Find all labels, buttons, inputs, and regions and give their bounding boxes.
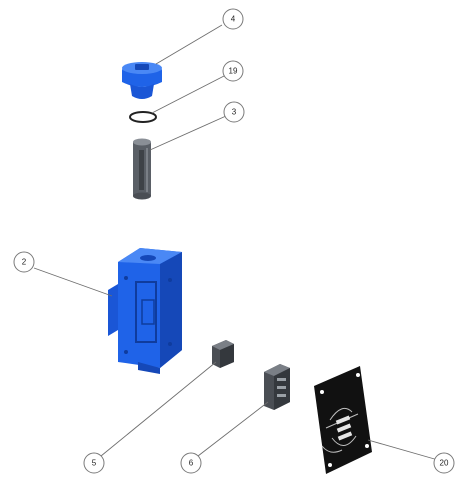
callout-label-4: 4 bbox=[231, 15, 236, 24]
callout-4: 4 bbox=[222, 8, 244, 30]
callout-2: 2 bbox=[13, 251, 35, 273]
callout-label-5: 5 bbox=[92, 459, 97, 468]
callout-label-3: 3 bbox=[232, 108, 237, 117]
leader-line-6 bbox=[197, 401, 269, 457]
callout-3: 3 bbox=[223, 101, 245, 123]
part-6-connector bbox=[264, 364, 290, 410]
part-20-circuit-board bbox=[314, 366, 372, 474]
leader-line-3 bbox=[149, 115, 227, 151]
callout-5: 5 bbox=[83, 452, 105, 474]
part-4-cap bbox=[122, 62, 162, 99]
callout-20: 20 bbox=[433, 452, 455, 474]
callout-label-2: 2 bbox=[22, 258, 27, 267]
callout-6: 6 bbox=[180, 452, 202, 474]
callout-label-19: 19 bbox=[229, 67, 238, 76]
part-5-block bbox=[212, 340, 234, 368]
leader-line-4 bbox=[155, 24, 223, 65]
part-2-valve-body bbox=[108, 248, 182, 374]
leader-line-20 bbox=[367, 439, 439, 461]
callout-label-6: 6 bbox=[189, 459, 194, 468]
part-3-shaft bbox=[133, 138, 151, 200]
callout-19: 19 bbox=[222, 60, 244, 82]
callout-label-20: 20 bbox=[440, 459, 449, 468]
part-19-o-ring bbox=[129, 111, 157, 123]
leader-line-2 bbox=[33, 267, 113, 297]
leader-line-5 bbox=[100, 361, 217, 457]
leader-line-19 bbox=[151, 75, 225, 114]
